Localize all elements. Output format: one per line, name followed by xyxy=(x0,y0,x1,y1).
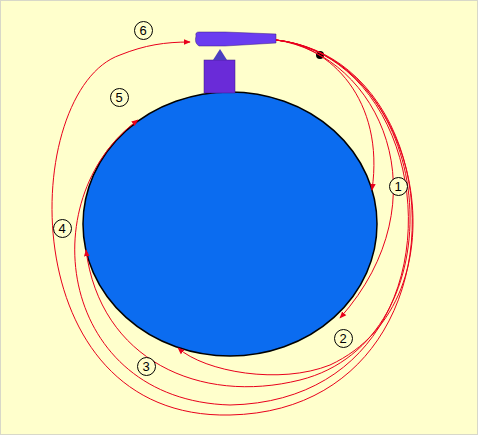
callout-number: 5 xyxy=(110,88,129,107)
callout-number: 4 xyxy=(53,219,72,238)
trajectory xyxy=(86,40,410,387)
callout-number: 2 xyxy=(334,329,353,348)
trajectory xyxy=(276,40,374,190)
trajectory xyxy=(52,40,412,415)
mountain xyxy=(204,60,235,93)
trajectory xyxy=(178,40,413,375)
cannon-stand xyxy=(213,49,227,60)
trajectory xyxy=(276,40,393,318)
callout-number: 3 xyxy=(137,357,156,376)
trajectory xyxy=(75,40,409,405)
callout-number: 1 xyxy=(389,177,408,196)
cannon-barrel xyxy=(195,32,276,46)
earth xyxy=(83,92,377,356)
callout-number: 6 xyxy=(134,21,153,40)
